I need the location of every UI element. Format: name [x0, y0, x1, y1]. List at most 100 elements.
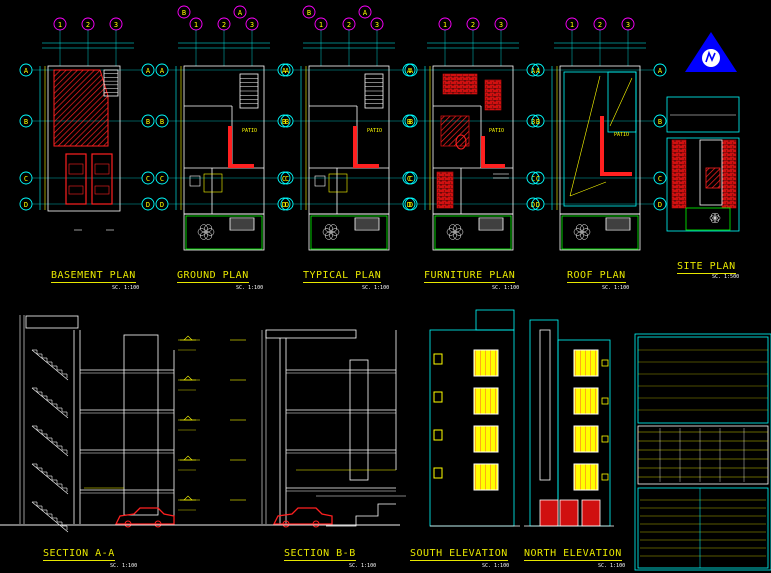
furniture-plan-scale: SC. 1:100 [492, 285, 520, 291]
patio-label: PATIO [489, 128, 504, 134]
typical-plan-title: TYPICAL PLAN [303, 270, 382, 283]
grid-row-bubble-right-D-label: D [407, 201, 411, 209]
section-mark-b-label: B [182, 9, 186, 17]
grid-row-bubble-A-label: A [409, 67, 414, 75]
grid-col-bubble-2-label: 2 [598, 21, 602, 29]
grid-row-bubble-right-D [277, 197, 291, 211]
north-elevation-drawing [524, 319, 614, 527]
grid-row-bubble-right-B-label: B [146, 118, 150, 126]
grid-row-bubble-right-C [653, 171, 667, 185]
grid-row-bubble-right-C-label: C [531, 175, 535, 183]
grid-row-bubble-D-label: D [285, 201, 289, 209]
grid-row-bubble-right-A-label: A [146, 67, 151, 75]
grid-col-bubble-2-label: 2 [86, 21, 90, 29]
basement-plan-scale: SC. 1:100 [112, 285, 140, 291]
site-plan-drawing [666, 96, 740, 232]
grid-row-bubble-D-label: D [160, 201, 164, 209]
grid-row-bubble-right-B-label: B [282, 118, 286, 126]
grid-row-bubble-right-D [141, 197, 155, 211]
grid-row-bubble-C-label: C [24, 175, 28, 183]
south-elevation-drawing [429, 309, 520, 527]
north-arrow-icon [685, 32, 737, 72]
grid-row-bubble-right-B [526, 114, 540, 128]
grid-row-bubble-right-A [526, 63, 540, 77]
patio-label: PATIO [242, 128, 257, 134]
grid-row-bubble-right-D [653, 197, 667, 211]
north-elevation-scale: SC. 1:100 [598, 563, 626, 569]
section-mark-a-label: A [238, 9, 243, 17]
grid-col-bubble-3-label: 3 [375, 21, 379, 29]
section-aa-title: SECTION A-A [43, 548, 115, 561]
grid-row-bubble-A-label: A [160, 67, 165, 75]
typical-plan-scale: SC. 1:100 [362, 285, 390, 291]
grid-row-bubble-C-label: C [409, 175, 413, 183]
grid-row-bubble-right-C [277, 171, 291, 185]
roof-plan-title: ROOF PLAN [567, 270, 626, 283]
patio-label: PATIO [614, 132, 629, 138]
grid-row-bubble-right-D-label: D [658, 201, 662, 209]
grid-col-bubble-3-label: 3 [499, 21, 503, 29]
grid-row-bubble-D-label: D [536, 201, 540, 209]
grid-col-bubble-1-label: 1 [319, 21, 323, 29]
grid-row-bubble-right-B-label: B [658, 118, 662, 126]
grid-row-bubble-A-label: A [536, 67, 541, 75]
section-bb-title: SECTION B-B [284, 548, 356, 561]
grid-row-bubble-B-label: B [285, 118, 289, 126]
grid-col-bubble-2-label: 2 [471, 21, 475, 29]
north-elevation-title: NORTH ELEVATION [524, 548, 622, 561]
patio-label: PATIO [367, 128, 382, 134]
grid-row-bubble-right-D [526, 197, 540, 211]
grid-row-bubble-C-label: C [536, 175, 540, 183]
grid-row-bubble-right-C-label: C [146, 175, 150, 183]
grid-row-bubble-right-A-label: A [282, 67, 287, 75]
grid-col-bubble-1-label: 1 [58, 21, 62, 29]
section-bb-scale: SC. 1:100 [349, 563, 377, 569]
section-mark-b-label: B [307, 9, 311, 17]
roof-plan-scale: SC. 1:100 [602, 285, 630, 291]
section-aa-scale: SC. 1:100 [110, 563, 138, 569]
grid-row-bubble-right-C-label: C [282, 175, 286, 183]
grid-row-bubble-right-D-label: D [531, 201, 535, 209]
grid-row-bubble-right-A [141, 63, 155, 77]
grid-row-bubble-right-C-label: C [407, 175, 411, 183]
grid-row-bubble-C-label: C [285, 175, 289, 183]
site-plan-title: SITE PLAN [677, 261, 736, 274]
grid-row-bubble-right-C-label: C [658, 175, 662, 183]
grid-row-bubble-B-label: B [24, 118, 28, 126]
section-aa-drawing [0, 315, 400, 533]
site-plan-scale: SC. 1:500 [712, 274, 740, 280]
section-mark-a-label: A [363, 9, 368, 17]
grid-row-bubble-B-label: B [536, 118, 540, 126]
grid-col-bubble-3-label: 3 [250, 21, 254, 29]
section-bb-drawing [0, 329, 406, 528]
grid-row-bubble-right-B [653, 114, 667, 128]
grid-row-bubble-right-D-label: D [282, 201, 286, 209]
grid-row-bubble-C-label: C [160, 175, 164, 183]
grid-row-bubble-right-C [526, 171, 540, 185]
grid-row-bubble-D-label: D [24, 201, 28, 209]
ground-plan-title: GROUND PLAN [177, 270, 249, 283]
basement-plan-title: BASEMENT PLAN [51, 270, 136, 283]
grid-row-bubble-right-B-label: B [531, 118, 535, 126]
grid-row-bubble-right-A-label: A [407, 67, 412, 75]
grid-row-bubble-right-B [141, 114, 155, 128]
grid-row-bubble-B-label: B [160, 118, 164, 126]
section-mark-a [233, 5, 247, 19]
grid-col-bubble-2-label: 2 [347, 21, 351, 29]
section-mark-b [302, 5, 316, 19]
grid-row-bubble-right-B [277, 114, 291, 128]
grid-row-bubble-right-A [277, 63, 291, 77]
south-elevation-scale: SC. 1:100 [482, 563, 510, 569]
ground-plan-scale: SC. 1:100 [236, 285, 264, 291]
section-mark-a [358, 5, 372, 19]
grid-row-bubble-right-D-label: D [146, 201, 150, 209]
grid-row-bubble-D-label: D [409, 201, 413, 209]
elevations-row [429, 309, 614, 527]
sections-row [0, 315, 406, 533]
title-block [634, 333, 771, 571]
